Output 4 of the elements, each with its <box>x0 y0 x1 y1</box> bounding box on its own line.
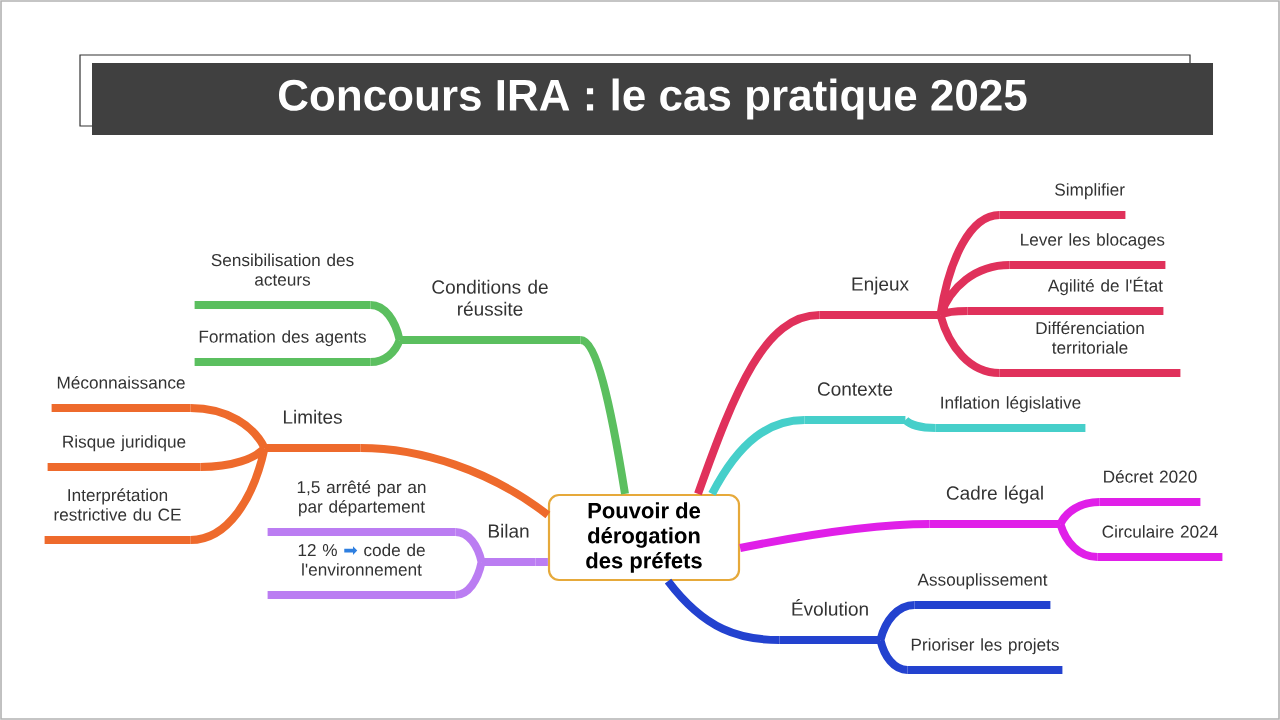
branch-line <box>579 336 629 495</box>
title-banner: Concours IRA : le cas pratique 2025 <box>92 63 1213 135</box>
central-topic-box: Pouvoir de dérogation des préfets <box>547 493 741 582</box>
branch-line <box>694 311 821 496</box>
